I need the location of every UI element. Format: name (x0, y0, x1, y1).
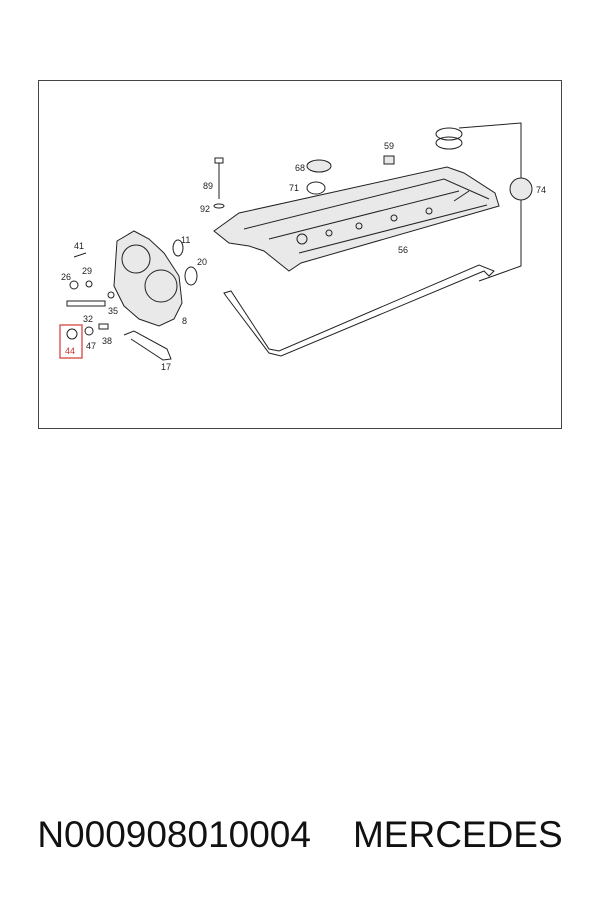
callout-56: 56 (398, 245, 408, 255)
seal-74-part (509, 177, 533, 201)
callout-92: 92 (200, 204, 210, 214)
callout-11: 11 (181, 235, 190, 245)
callout-32: 32 (83, 314, 93, 324)
brand-name: MERCEDES (352, 814, 563, 855)
clip-59-part (383, 155, 395, 165)
callout-38: 38 (102, 336, 112, 346)
callout-89: 89 (203, 181, 213, 191)
part-number: N000908010004 (37, 814, 311, 855)
caption: N000908010004 MERCEDES (0, 810, 600, 860)
pin-41-part (73, 252, 87, 258)
parts-diagram: 59 68 71 74 89 92 56 11 20 41 26 29 32 3… (38, 80, 562, 429)
callout-26: 26 (61, 272, 71, 282)
nut-44-part (66, 328, 78, 340)
bolt-89-part (213, 157, 225, 209)
callout-8: 8 (182, 316, 187, 326)
washer-29-part (85, 280, 93, 288)
timing-cover-part (113, 230, 183, 327)
bolt-26-part (69, 280, 79, 290)
callout-68: 68 (295, 163, 305, 173)
callout-44: 44 (65, 346, 75, 356)
highlight-box-44 (59, 324, 83, 359)
bar-17-part (123, 330, 172, 361)
washer-47-part (84, 326, 94, 336)
seal-stack-part (435, 127, 463, 150)
callout-35: 35 (108, 306, 118, 316)
gasket-part (223, 264, 495, 357)
callout-29: 29 (82, 266, 92, 276)
callout-17: 17 (161, 362, 171, 372)
seal-20-part (184, 266, 198, 286)
seal-11-part (172, 239, 184, 257)
callout-41: 41 (74, 241, 84, 251)
ring-71-part (306, 181, 326, 195)
callout-74: 74 (536, 185, 546, 195)
washer-35-part (107, 291, 115, 299)
callout-20: 20 (197, 257, 207, 267)
bolt-32-part (66, 300, 106, 307)
callout-47: 47 (86, 341, 96, 351)
cap-68-part (306, 159, 332, 173)
callout-71: 71 (289, 183, 299, 193)
callout-59: 59 (384, 141, 394, 151)
parts-diagram-drawing: 59 68 71 74 89 92 56 11 20 41 26 29 32 3… (59, 122, 546, 372)
valve-cover-part (213, 166, 500, 272)
sleeve-38-part (98, 323, 109, 330)
leader-line (453, 190, 470, 202)
